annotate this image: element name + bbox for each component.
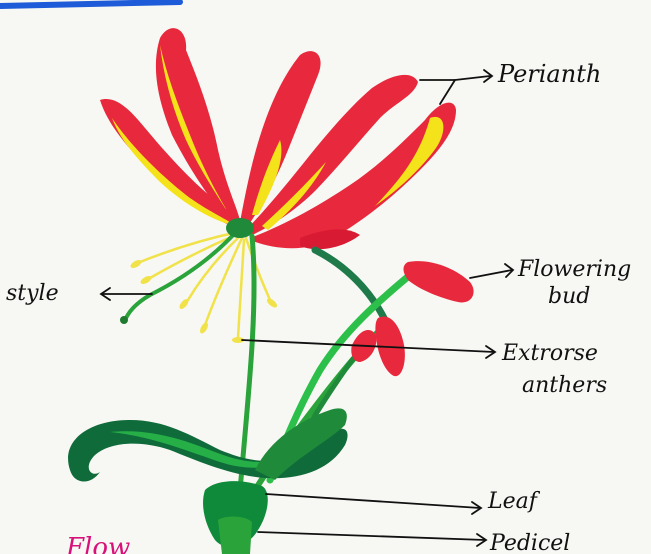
blue-marker-stroke <box>0 2 180 6</box>
perianth-pointer-b <box>440 80 455 104</box>
label-leaf: Leaf <box>487 489 541 514</box>
pedicel-pointer <box>258 532 485 540</box>
stigma <box>120 316 128 324</box>
label-bud: bud <box>548 284 590 309</box>
filament-6 <box>246 238 270 300</box>
label-flowering: Flowering <box>517 257 631 282</box>
pointer-lines <box>101 70 513 546</box>
labels: Perianth Flowering bud style Extrorse an… <box>6 60 631 554</box>
label-pedicel: Pedicel <box>489 531 570 554</box>
filament-5 <box>238 240 244 338</box>
perianth-petals <box>100 28 456 249</box>
leaf-pointer <box>266 494 480 508</box>
label-perianth: Perianth <box>497 60 601 88</box>
flowering-buds <box>351 261 473 376</box>
anther-4 <box>198 321 209 334</box>
bud-large <box>404 261 474 302</box>
caption-partial: Flow <box>65 533 130 554</box>
anther-2 <box>139 274 152 285</box>
label-anthers: anthers <box>522 373 607 398</box>
anther-1 <box>129 258 142 269</box>
anther-6 <box>265 297 278 309</box>
pedicel-base <box>218 516 252 554</box>
label-style: style <box>6 281 59 306</box>
label-extrorse: Extrorse <box>501 341 598 366</box>
